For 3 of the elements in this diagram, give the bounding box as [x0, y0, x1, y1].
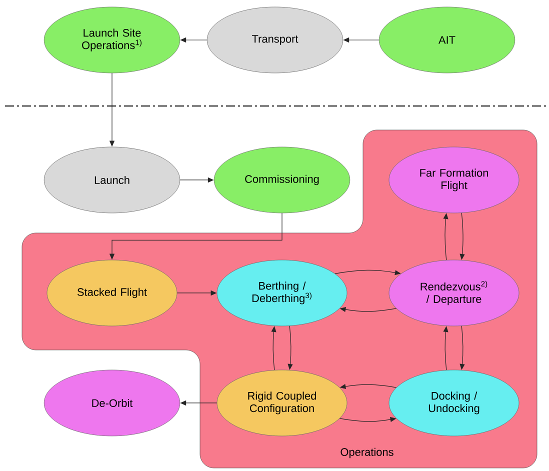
arrow [288, 326, 293, 370]
arrow [460, 326, 465, 370]
arrow [460, 212, 465, 260]
